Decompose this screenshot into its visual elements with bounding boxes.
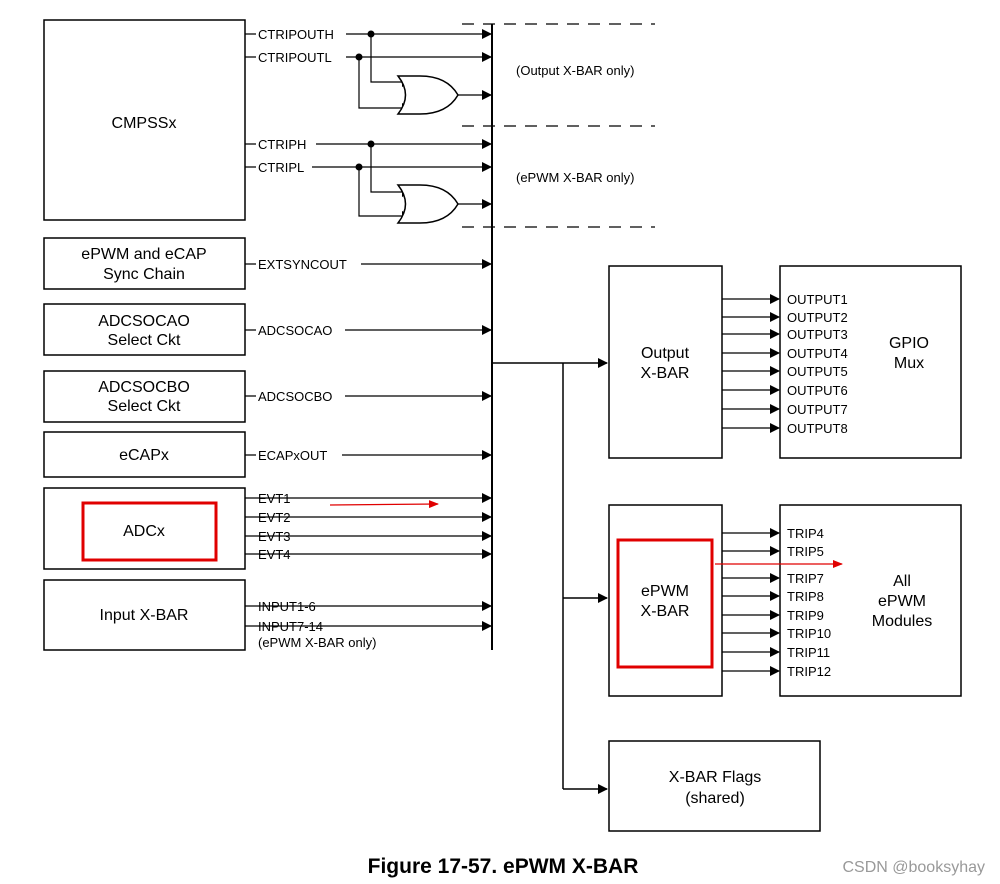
epwm-modules-label-3: Modules <box>872 613 932 630</box>
adcsocao-label-1: ADCSOCAO <box>98 313 190 330</box>
signal-evt1: EVT1 <box>258 491 291 506</box>
epwm-ecap-sync-label-1: ePWM and eCAP <box>81 246 206 263</box>
epwm-xbar-label-2: X-BAR <box>641 603 690 620</box>
output-label: OUTPUT6 <box>787 383 848 398</box>
signal-adcsocbo: ADCSOCBO <box>258 389 332 404</box>
trip-label: TRIP5 <box>787 544 824 559</box>
output-xbar-block <box>608 265 723 459</box>
output-xbar-label-2: X-BAR <box>641 365 690 382</box>
output-label: OUTPUT4 <box>787 346 848 361</box>
xbar-flags-label-2: (shared) <box>685 790 745 807</box>
signal-input1-6: INPUT1-6 <box>258 599 316 614</box>
signal-ctripl: CTRIPL <box>258 160 304 175</box>
signal-extsyncout: EXTSYNCOUT <box>258 257 347 272</box>
output-label: OUTPUT8 <box>787 421 848 436</box>
note-epwm-only: (ePWM X-BAR only) <box>516 170 634 185</box>
signal-input7-14: INPUT7-14 <box>258 619 323 634</box>
trip-label: TRIP10 <box>787 626 831 641</box>
gpio-mux-block <box>779 265 962 459</box>
signal-ctripoutl: CTRIPOUTL <box>258 50 332 65</box>
adcsocbo-label-1: ADCSOCBO <box>98 379 190 396</box>
adc-label: ADCx <box>123 523 165 540</box>
gpio-mux-label-2: Mux <box>894 355 924 372</box>
watermark: CSDN @booksyhay <box>842 859 985 876</box>
trip-label: TRIP7 <box>787 571 824 586</box>
output-label: OUTPUT1 <box>787 292 848 307</box>
trip-label: TRIP12 <box>787 664 831 679</box>
figure-caption: Figure 17-57. ePWM X-BAR <box>368 855 639 878</box>
xbar-flags-label-1: X-BAR Flags <box>669 769 761 786</box>
output-label: OUTPUT2 <box>787 310 848 325</box>
or-gate-upper <box>396 75 459 115</box>
signal-ctripouth: CTRIPOUTH <box>258 27 334 42</box>
output-label: OUTPUT7 <box>787 402 848 417</box>
gpio-mux-label-1: GPIO <box>889 335 929 352</box>
output-label: OUTPUT3 <box>787 327 848 342</box>
or-gate-lower <box>396 184 459 224</box>
section-dividers <box>462 23 655 228</box>
xbar-flags-block <box>608 740 821 832</box>
epwm-xbar-label-1: ePWM <box>641 583 689 600</box>
epwm-ecap-sync-label-2: Sync Chain <box>103 266 185 283</box>
signal-evt2: EVT2 <box>258 510 291 525</box>
cmpss-label: CMPSSx <box>112 115 177 132</box>
signal-adcsocao: ADCSOCAO <box>258 323 332 338</box>
trip-label: TRIP4 <box>787 526 824 541</box>
note-output-only: (Output X-BAR only) <box>516 63 635 78</box>
cmpss-block <box>43 19 246 221</box>
adc-block <box>43 487 246 570</box>
epwm-xbar-block <box>608 504 723 697</box>
trip-label: TRIP11 <box>787 645 830 660</box>
epwm-modules-label-1: All <box>893 573 911 590</box>
trip-label: TRIP9 <box>787 608 824 623</box>
output-xbar-label-1: Output <box>641 345 690 362</box>
epwm-modules-block <box>779 504 962 697</box>
trip-label: TRIP8 <box>787 589 824 604</box>
signal-epwm-only-note: (ePWM X-BAR only) <box>258 635 376 650</box>
adc-highlight <box>81 501 218 562</box>
evt1-highlight-arrow <box>329 500 439 509</box>
output-label: OUTPUT5 <box>787 364 848 379</box>
signal-evt3: EVT3 <box>258 529 291 544</box>
epwm-xbar-highlight <box>616 538 714 669</box>
input-xbar-block <box>43 579 246 651</box>
adcsocbo-label-2: Select Ckt <box>108 398 181 415</box>
signal-evt4: EVT4 <box>258 547 291 562</box>
signal-ecapxout: ECAPxOUT <box>258 448 327 463</box>
epwm-modules-label-2: ePWM <box>878 593 926 610</box>
adcsocao-label-2: Select Ckt <box>108 332 181 349</box>
ecap-label: eCAPx <box>119 447 169 464</box>
input-xbar-label: Input X-BAR <box>100 607 189 624</box>
signal-ctriph: CTRIPH <box>258 137 306 152</box>
